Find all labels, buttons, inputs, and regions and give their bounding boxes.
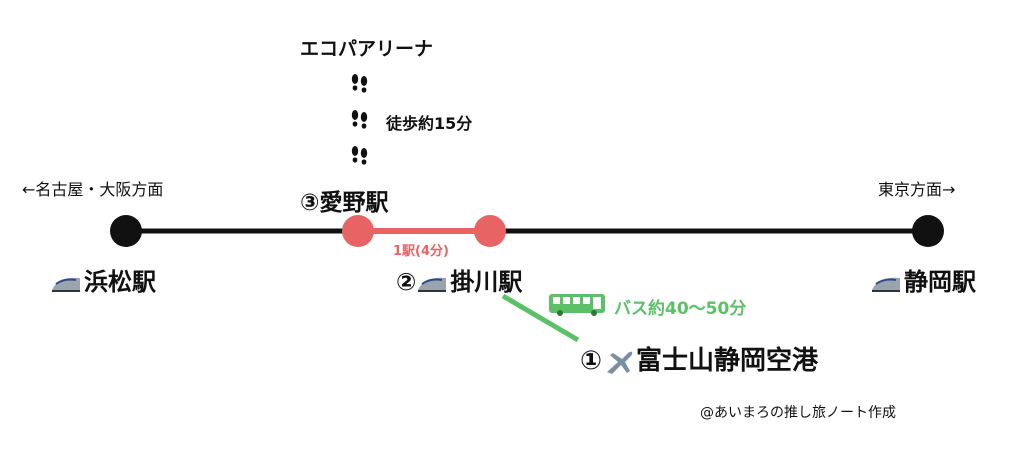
station-dot-kakegawa [474, 215, 506, 247]
station-dot-hamamatsu [110, 215, 142, 247]
station-shizuoka-label: 静岡駅 [904, 268, 976, 296]
station-kakegawa-label: 掛川駅 [450, 268, 523, 296]
airplane-icon [607, 351, 633, 374]
shinkansen-icon [52, 277, 80, 292]
destination-label: エコパアリーナ [300, 38, 434, 60]
credit-label: @あいまろの推し旅ノート作成 [700, 405, 896, 421]
footprints-icon [349, 108, 371, 134]
station-kakegawa-number: ② [396, 268, 417, 296]
station-hamamatsu-label: 浜松駅 [84, 268, 156, 296]
shinkansen-icon [418, 277, 447, 292]
station-shizuoka: 静岡駅 [870, 262, 976, 297]
walk-time-label: 徒歩約15分 [386, 114, 473, 133]
station-dot-aino [342, 215, 374, 247]
airport-number: ① [580, 346, 603, 376]
station-hamamatsu: 浜松駅 [50, 262, 156, 297]
direction-west-label: ←名古屋・大阪方面 [22, 180, 164, 199]
airport-name: 富士山静岡空港 [636, 346, 819, 376]
direction-east-label: 東京方面→ [878, 180, 956, 199]
airport-label-group: ① 富士山静岡空港 [580, 340, 818, 377]
shinkansen-icon [872, 277, 900, 292]
bus-icon [548, 293, 606, 321]
segment-time-label: 1駅(4分) [393, 244, 449, 259]
bus-time-label: バス約40〜50分 [614, 299, 747, 319]
station-aino-label: ③愛野駅 [300, 190, 389, 216]
bus-route-line [501, 293, 580, 343]
station-dot-shizuoka [912, 215, 944, 247]
footprints-icon [349, 72, 371, 98]
station-kakegawa: ② 掛川駅 [396, 262, 522, 297]
footprints-icon [349, 144, 371, 170]
